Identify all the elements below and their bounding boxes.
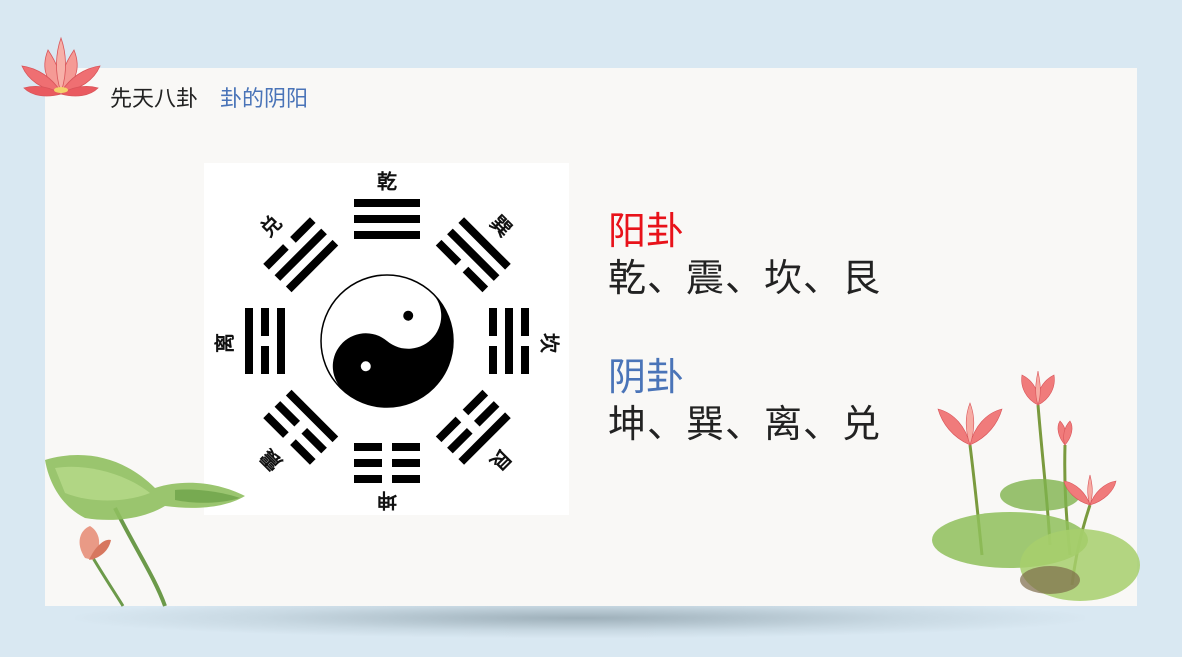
yin-heading: 阴卦: [608, 355, 685, 399]
yin-line: [489, 346, 497, 374]
yin-line: [392, 459, 420, 467]
yang-line: [354, 199, 420, 207]
trigram-kan: [489, 308, 529, 374]
lotus-leaf-left-icon: [45, 455, 245, 607]
trigram-zhen: [263, 389, 339, 465]
yin-line: [392, 475, 420, 483]
yang-section: 阳卦 乾、震、坎、艮: [608, 208, 881, 302]
trigram-xun: [435, 217, 511, 293]
trigram-label-zhen: 震: [255, 444, 287, 476]
slide-header: 先天八卦 卦的阴阳: [110, 80, 308, 114]
yang-line: [354, 231, 420, 239]
yang-heading: 阳卦: [608, 209, 685, 253]
trigram-qian: [354, 199, 420, 239]
yang-line: [447, 228, 500, 281]
yang-line: [285, 389, 339, 443]
bagua-svg: 乾 巽 坎 艮 坤 震 离 兑: [213, 170, 562, 513]
yang-line: [274, 228, 327, 281]
yin-line: [392, 443, 420, 451]
bagua-diagram: 乾 巽 坎 艮 坤 震 离 兑: [204, 163, 569, 515]
lotus-flower-icon: [21, 36, 101, 97]
trigram-kun: [354, 443, 420, 483]
yang-line: [354, 215, 420, 223]
yin-line: [473, 401, 500, 427]
yang-line: [458, 217, 511, 270]
trigram-gen: [435, 389, 511, 465]
yin-list: 坤、巽、离、兑: [608, 402, 882, 446]
yang-line: [277, 308, 285, 374]
page-subtitle: 卦的阴阳: [220, 87, 309, 112]
trigram-li: [245, 308, 285, 374]
yin-line: [301, 427, 327, 454]
yin-line: [354, 459, 382, 467]
yang-line: [458, 412, 511, 465]
yang-list: 乾、震、坎、艮: [608, 256, 882, 300]
yin-line: [290, 439, 316, 465]
yin-line: [261, 308, 269, 336]
trigram-label-kun: 坤: [377, 489, 397, 513]
yin-line: [435, 239, 462, 266]
yin-line: [447, 427, 473, 454]
trigram-label-kan: 坎: [538, 333, 562, 354]
trigram-label-li: 离: [213, 333, 237, 353]
yin-line: [521, 308, 529, 336]
yin-line: [263, 412, 289, 438]
yin-section: 阴卦 坤、巽、离、兑: [608, 354, 881, 448]
trigram-group: [245, 199, 529, 483]
yin-line: [263, 244, 289, 270]
yin-line: [261, 346, 269, 374]
yang-line: [505, 308, 513, 374]
page-title: 先天八卦: [110, 87, 199, 112]
trigram-label-xun: 巽: [486, 210, 517, 241]
lotus-right-icon: [932, 370, 1140, 601]
yin-line: [354, 475, 382, 483]
trigram-dui: [263, 217, 339, 293]
yin-line: [290, 217, 316, 243]
yang-line: [285, 239, 339, 293]
trigram-label-qian: 乾: [377, 170, 397, 194]
yin-line: [489, 308, 497, 336]
trigram-label-gen: 艮: [485, 445, 517, 477]
yin-line: [462, 266, 489, 293]
trigram-label-dui: 兑: [255, 210, 286, 241]
yin-line: [462, 389, 489, 416]
yin-line: [435, 416, 462, 443]
yin-line: [521, 346, 529, 374]
yin-yang-icon: [320, 274, 454, 408]
yin-line: [354, 443, 382, 451]
yang-line: [245, 308, 253, 374]
yin-line: [274, 401, 301, 427]
